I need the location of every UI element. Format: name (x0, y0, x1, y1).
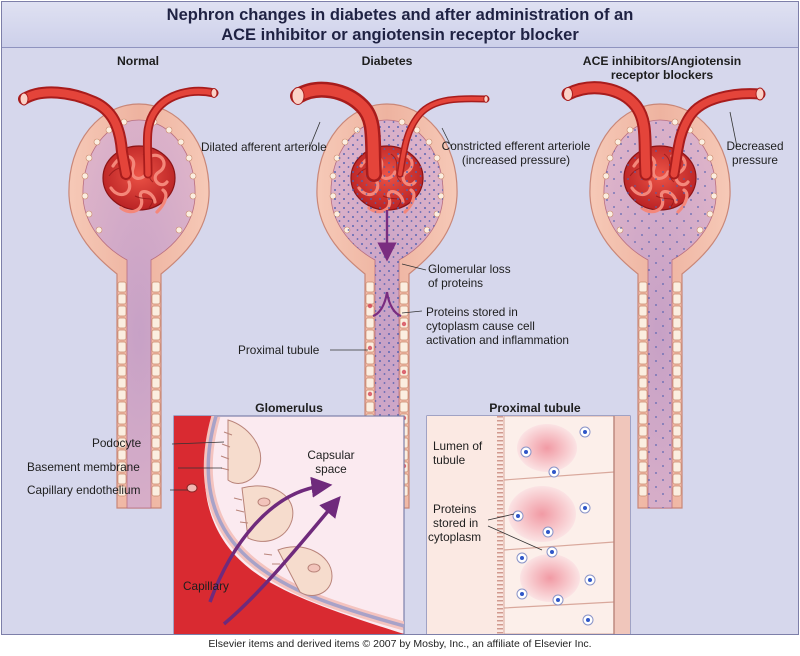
label-capillary: Capillary (183, 579, 229, 593)
label-basement-membrane: Basement membrane (27, 460, 140, 474)
leader-lines (308, 111, 738, 351)
label-proteins-stored-line-1: Proteins stored in (426, 305, 518, 319)
label-proteins-stored-line-3: activation and inflammation (426, 333, 569, 347)
label-capsular-line-2: space (315, 462, 347, 476)
label-constricted-line-2: (increased pressure) (461, 153, 571, 167)
label-dilated-afferent: Dilated afferent arteriole (201, 140, 327, 154)
label-proteins-line-1: Proteins (433, 502, 477, 516)
title-line-2: ACE inhibitor or angiotensin receptor bl… (221, 26, 579, 44)
heading-diabetes: Diabetes (361, 54, 413, 68)
tubule-inset (426, 415, 631, 634)
label-decreased-line-1: Decreased (726, 139, 784, 153)
nephron-ace-arb (588, 102, 732, 510)
label-proteins-stored-line-2: cytoplasm cause cell (426, 319, 535, 333)
figure-panel: Nephron changes in diabetes and after ad… (1, 1, 799, 635)
label-proximal-tubule: Proximal tubule (238, 343, 320, 357)
nephron-illustration (18, 81, 766, 634)
title-line-1: Nephron changes in diabetes and after ad… (166, 6, 634, 24)
title-bar: Nephron changes in diabetes and after ad… (2, 2, 798, 48)
label-capsular-line-1: Capsular (307, 448, 355, 462)
glomerulus-inset (170, 415, 405, 634)
copyright-footer: Elsevier items and derived items © 2007 … (208, 638, 592, 650)
vessels-ace-arb (561, 81, 766, 181)
label-proteins-line-3: cytoplasm (428, 530, 482, 544)
label-constricted-line-1: Constricted efferent arteriole (441, 139, 591, 153)
vessels-diabetes (290, 81, 490, 182)
inset-glomerulus-title: Glomerulus (255, 401, 323, 415)
inset-tubule-title: Proximal tubule (489, 401, 581, 415)
heading-ace-line-2: receptor blockers (610, 68, 714, 82)
label-decreased-line-2: pressure (732, 153, 778, 167)
heading-ace-line-1: ACE inhibitors/Angiotensin (582, 54, 742, 68)
heading-normal: Normal (117, 54, 159, 68)
label-podocyte: Podocyte (92, 436, 142, 450)
label-lumen-line-2: tubule (433, 453, 466, 467)
vessels-normal (18, 86, 219, 180)
label-glomerular-loss-line-1: Glomerular loss (428, 262, 511, 276)
label-capillary-endothelium: Capillary endothelium (27, 483, 141, 497)
label-lumen-line-1: Lumen of (433, 439, 483, 453)
label-proteins-line-2: stored in (433, 516, 479, 530)
label-glomerular-loss-line-2: of proteins (428, 276, 484, 290)
